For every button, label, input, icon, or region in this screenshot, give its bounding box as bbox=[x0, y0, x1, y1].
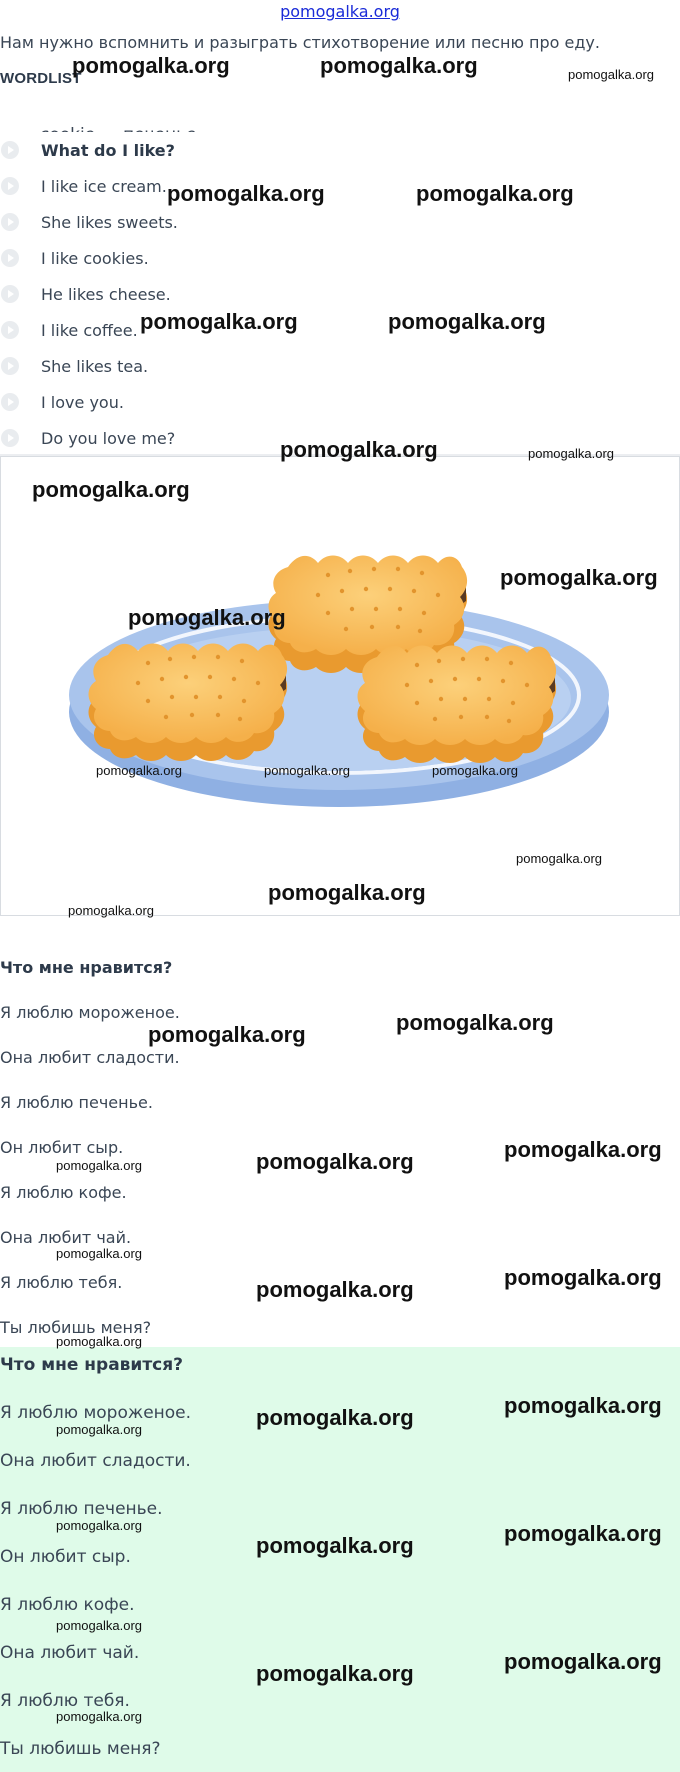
play-icon[interactable] bbox=[1, 429, 19, 447]
wordlist-text: What do I like? bbox=[41, 140, 175, 160]
cookies-plate-image bbox=[69, 555, 609, 807]
play-icon[interactable] bbox=[1, 249, 19, 267]
site-link[interactable]: pomogalka.org bbox=[280, 2, 400, 21]
translation-line: Она любит чай. bbox=[0, 1228, 132, 1247]
watermark: pomogalka.org bbox=[72, 53, 230, 78]
answer-title: Что мне нравится? bbox=[0, 1355, 184, 1375]
play-icon[interactable] bbox=[1, 393, 19, 411]
wordlist-text: I like cookies. bbox=[41, 248, 149, 268]
answer-line: Я люблю мороженое. bbox=[0, 1403, 192, 1423]
watermark: pomogalka.org bbox=[148, 1022, 306, 1047]
watermark: pomogalka.org bbox=[388, 309, 546, 334]
wordlist-text: I like ice cream. bbox=[41, 176, 167, 196]
answer-line: Я люблю кофе. bbox=[0, 1595, 135, 1615]
watermark: pomogalka.org bbox=[396, 1010, 554, 1035]
answer-line: Я люблю тебя. bbox=[0, 1691, 130, 1711]
answer-line: Ты любишь меня? bbox=[0, 1739, 161, 1759]
wordlist-text: I like coffee. bbox=[41, 320, 138, 340]
wordlist-text: She likes tea. bbox=[41, 356, 149, 376]
watermark: pomogalka.org bbox=[320, 53, 478, 78]
wordlist-text: I love you. bbox=[41, 392, 124, 412]
play-icon[interactable] bbox=[1, 285, 19, 303]
translation-line: Я люблю тебя. bbox=[0, 1273, 123, 1292]
play-icon[interactable] bbox=[1, 177, 19, 195]
play-icon[interactable] bbox=[1, 141, 19, 159]
answer-box: Что мне нравится? Я люблю мороженое. Она… bbox=[0, 1347, 680, 1772]
task-text: Нам нужно вспомнить и разыграть стихотво… bbox=[0, 33, 600, 52]
translation-line: Я люблю печенье. bbox=[0, 1093, 153, 1112]
answer-line: Он любит сыр. bbox=[0, 1547, 131, 1567]
translation-line: Я люблю мороженое. bbox=[0, 1003, 180, 1022]
wordlist-partial-line: cookie — печенье bbox=[40, 120, 197, 132]
play-icon[interactable] bbox=[1, 213, 19, 231]
answer-line: Я люблю печенье. bbox=[0, 1499, 163, 1519]
divider bbox=[0, 454, 680, 457]
play-icon[interactable] bbox=[1, 321, 19, 339]
cookies-illustration bbox=[0, 456, 680, 916]
watermark: pomogalka.org bbox=[256, 1149, 414, 1174]
wordlist-text: She likes sweets. bbox=[41, 212, 178, 232]
watermark: pomogalka.org bbox=[256, 1277, 414, 1302]
watermark: pomogalka.org bbox=[504, 1265, 662, 1290]
watermark: pomogalka.org bbox=[167, 181, 325, 206]
watermark: pomogalka.org bbox=[56, 1158, 142, 1173]
watermark: pomogalka.org bbox=[416, 181, 574, 206]
answer-line: Она любит чай. bbox=[0, 1643, 140, 1663]
translation-title: Что мне нравится? bbox=[0, 958, 173, 977]
wordlist-text: Do you love me? bbox=[41, 428, 176, 448]
watermark: pomogalka.org bbox=[504, 1137, 662, 1162]
watermark: pomogalka.org bbox=[56, 1246, 142, 1261]
translation-line: Он любит сыр. bbox=[0, 1138, 124, 1157]
translation-line: Ты любишь меня? bbox=[0, 1318, 152, 1337]
watermark: pomogalka.org bbox=[140, 309, 298, 334]
translation-line: Она любит сладости. bbox=[0, 1048, 180, 1067]
answer-line: Она любит сладости. bbox=[0, 1451, 191, 1471]
translation-line: Я люблю кофе. bbox=[0, 1183, 127, 1202]
wordlist-title: WORDLIST bbox=[0, 70, 82, 87]
watermark: pomogalka.org bbox=[568, 67, 654, 82]
play-icon[interactable] bbox=[1, 357, 19, 375]
wordlist-text: He likes cheese. bbox=[41, 284, 171, 304]
